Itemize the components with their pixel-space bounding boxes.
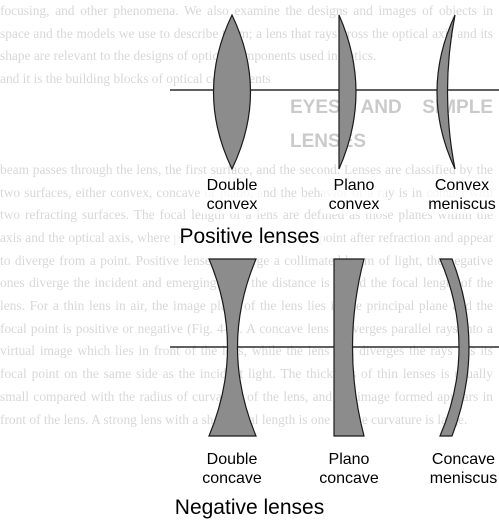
- label-plano-convex: Plano convex: [322, 176, 386, 214]
- label-line: Concave: [431, 451, 496, 468]
- label-line: Plano: [333, 177, 375, 194]
- label-convex-meniscus: Convex meniscus: [425, 176, 499, 214]
- positive-lenses-caption: Positive lenses: [0, 225, 499, 249]
- label-plano-concave: Plano concave: [317, 450, 381, 488]
- label-concave-meniscus: Concave meniscus: [428, 450, 499, 488]
- label-line: Double: [206, 451, 258, 468]
- label-line: Convex: [434, 177, 490, 194]
- double-concave-lens: [208, 258, 257, 437]
- concave-meniscus-lens: [439, 258, 470, 437]
- label-line: meniscus: [428, 196, 496, 213]
- label-line: meniscus: [429, 470, 498, 487]
- label-line: convex: [328, 196, 380, 213]
- label-line: concave: [202, 470, 262, 487]
- plano-convex-lens: [338, 14, 357, 170]
- label-double-convex: Double convex: [200, 176, 264, 214]
- label-line: convex: [206, 196, 258, 213]
- double-convex-lens: [213, 13, 251, 171]
- label-line: concave: [319, 470, 379, 487]
- convex-meniscus-lens: [436, 14, 456, 170]
- label-line: Plano: [328, 451, 370, 468]
- caption-text: Negative lenses: [170, 496, 329, 519]
- label-line: Double: [206, 177, 258, 194]
- plano-concave-lens: [333, 258, 365, 437]
- caption-text: Positive lenses: [175, 225, 324, 248]
- negative-lenses-caption: Negative lenses: [0, 496, 499, 520]
- label-double-concave: Double concave: [200, 450, 264, 488]
